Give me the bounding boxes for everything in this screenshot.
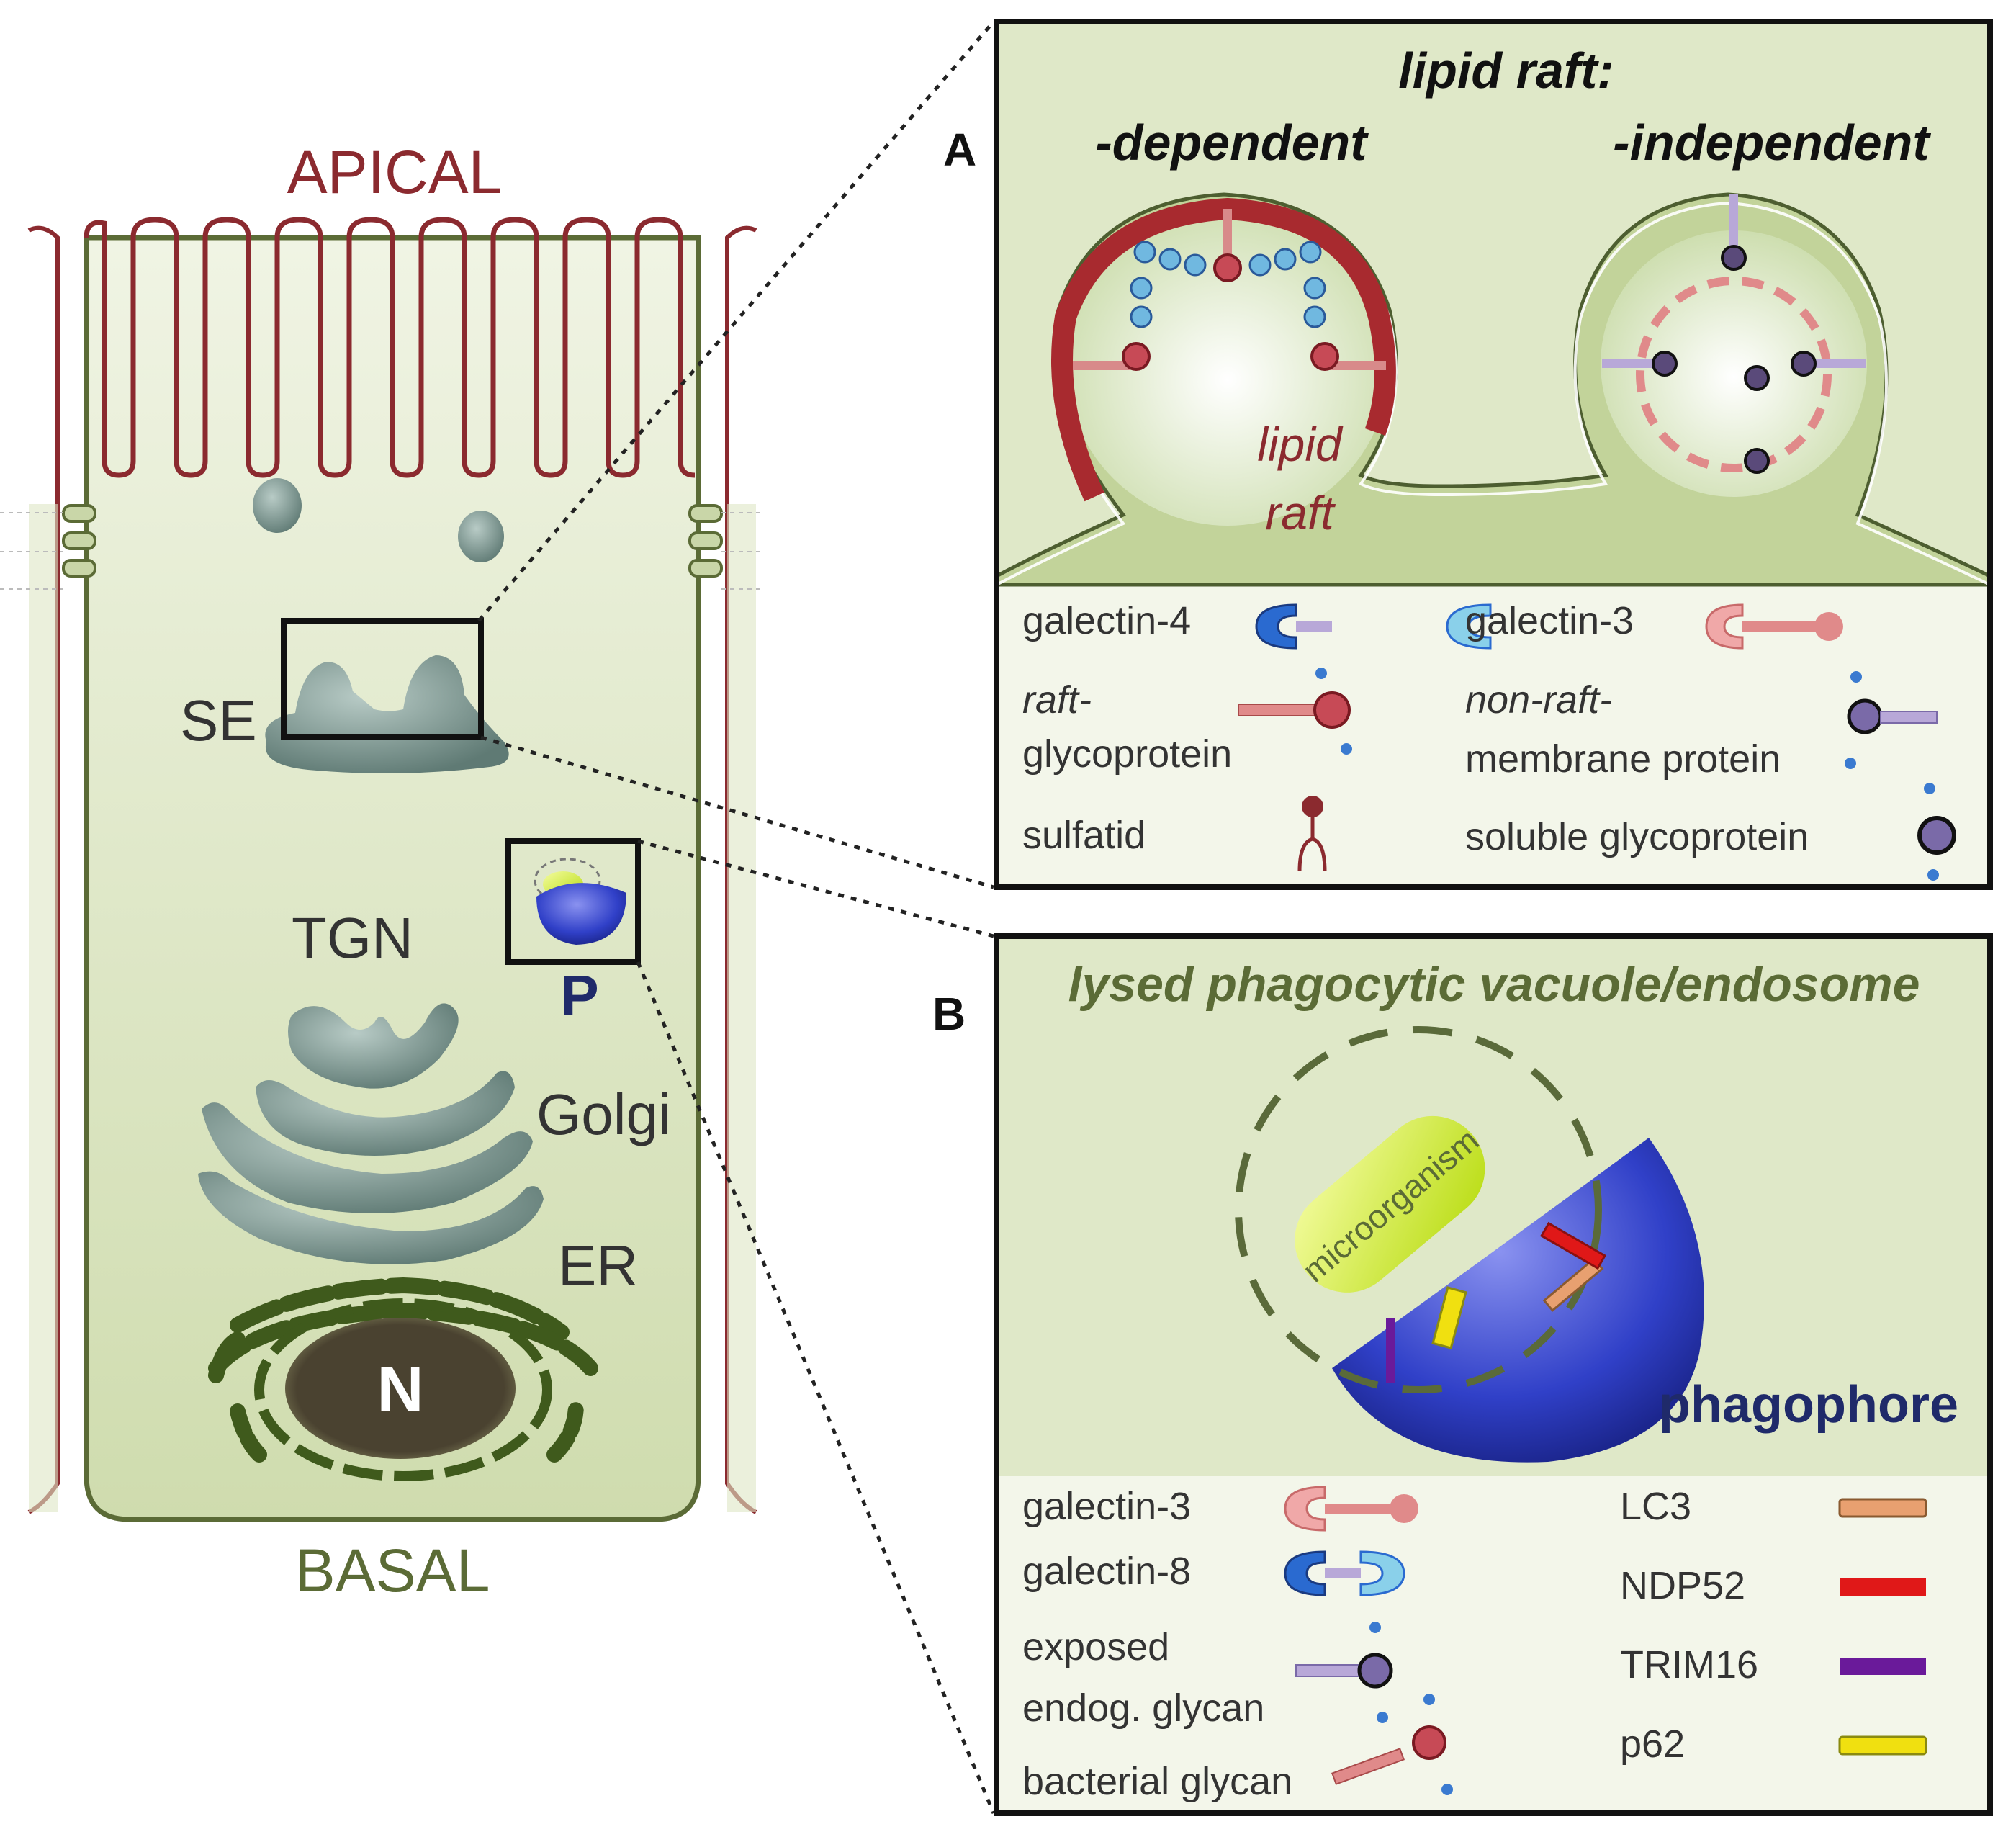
galectin-4-network <box>1130 241 1326 328</box>
mini-phagophore <box>534 858 626 945</box>
apical-label: APICAL <box>287 138 503 206</box>
legend-b-lc3: LC3 <box>1620 1485 1691 1528</box>
panel-b: B lysed phagocytic vacuole/endosome micr… <box>932 933 1993 1816</box>
galectin-3-icon <box>1284 1486 1418 1532</box>
legend-b-p62: p62 <box>1620 1722 1685 1766</box>
legend-sulfatid: sulfatid <box>1022 814 1146 857</box>
microvilli <box>84 217 696 478</box>
er-inner-membrane <box>254 1298 552 1481</box>
golgi-stack <box>198 1003 544 1264</box>
legend-nonraft-2: membrane protein <box>1465 737 1781 781</box>
legend-nonraft-1: non-raft- <box>1465 678 1612 722</box>
soluble-glycoprotein-icon <box>1917 783 1956 881</box>
tgn-label: TGN <box>292 906 413 970</box>
trim16-bar <box>1386 1318 1395 1383</box>
trim16-legend-bar <box>1840 1658 1926 1675</box>
er-label: ER <box>558 1234 638 1298</box>
exposed-glycan-icon <box>1295 1622 1393 1723</box>
lipid-raft-label-1: lipid <box>1257 418 1344 471</box>
galectin-3-icon <box>1705 603 1843 650</box>
vesicle <box>253 478 302 533</box>
legend-b-galectin-8: galectin-8 <box>1022 1550 1191 1593</box>
legend-galectin-3: galectin-3 <box>1465 599 1634 642</box>
panel-a: A lipid raft: -dependent -independent li… <box>943 19 1993 890</box>
se-label: SE <box>180 688 257 752</box>
cell-diagram: APICAL BASAL SE TGN Golgi ER N P <box>0 138 763 1604</box>
raft-glycoprotein-icon <box>1238 668 1352 755</box>
galectin-4-icon <box>1255 603 1492 650</box>
golgi-label: Golgi <box>536 1082 671 1146</box>
panel-b-letter: B <box>932 988 966 1040</box>
legend-b-ndp52: NDP52 <box>1620 1564 1745 1607</box>
lipid-raft-label-2: raft <box>1265 486 1336 539</box>
nucleus <box>285 1318 516 1459</box>
raft-independent-vesicle <box>1601 230 1867 497</box>
raft-dependent-label: -dependent <box>1095 114 1369 171</box>
phagophore-label: phagophore <box>1659 1376 1958 1434</box>
galectin-3-network <box>1636 277 1832 472</box>
sulfatid-icon <box>1297 796 1327 872</box>
connector-lines <box>477 20 996 1814</box>
p62-legend-bar <box>1838 1735 1927 1756</box>
panel-b-title: lysed phagocytic vacuole/endosome <box>1068 957 1920 1012</box>
panel-a-legend: galectin-4 galectin-3 raft- glycoprotein… <box>1022 599 1956 881</box>
nucleus-label: N <box>377 1354 424 1426</box>
panel-a-title: lipid raft: <box>1398 42 1614 99</box>
panel-b-legend: galectin-3 galectin-8 exposed endog. gly… <box>1022 1485 1927 1803</box>
phagophore-cup <box>1332 1138 1704 1463</box>
lysed-vacuole-outline <box>1235 1026 1602 1393</box>
legend-galectin-4: galectin-4 <box>1022 599 1191 642</box>
p62-bar <box>1431 1286 1467 1349</box>
nonraft-membrane-protein-icon <box>1845 671 1938 769</box>
ndp52-legend-bar <box>1840 1578 1926 1596</box>
raft-glycoproteins <box>1073 209 1386 371</box>
p-label: P <box>560 963 598 1028</box>
ndp52-bar <box>1539 1221 1607 1270</box>
sorting-endosome <box>265 655 509 773</box>
legend-raft-2: glycoprotein <box>1022 732 1232 776</box>
vesicle <box>458 511 504 562</box>
legend-b-trim16: TRIM16 <box>1620 1643 1758 1686</box>
legend-soluble: soluble glycoprotein <box>1465 815 1809 858</box>
phagosome-box <box>505 838 641 965</box>
endoplasmic-reticulum <box>208 1277 598 1463</box>
panel-a-letter: A <box>943 124 976 176</box>
legend-b-galectin-3: galectin-3 <box>1022 1485 1191 1528</box>
microorganism-body <box>1295 1115 1485 1293</box>
galectin-8-icon <box>1284 1550 1405 1596</box>
raft-independent-label: -independent <box>1613 114 1931 171</box>
basal-label: BASAL <box>295 1537 490 1604</box>
lipid-raft-arc <box>1051 197 1396 502</box>
tight-junctions <box>62 504 723 578</box>
legend-b-exposed-1: exposed <box>1022 1625 1169 1668</box>
legend-b-exposed-2: endog. glycan <box>1022 1686 1264 1730</box>
sorting-endosome-box <box>281 618 484 740</box>
nonraft-proteins <box>1602 194 1866 474</box>
bacterial-glycan-icon <box>1331 1694 1453 1795</box>
legend-b-bacterial: bacterial glycan <box>1022 1760 1292 1803</box>
lc3-legend-bar <box>1838 1498 1927 1518</box>
legend-raft-1: raft- <box>1022 678 1092 722</box>
